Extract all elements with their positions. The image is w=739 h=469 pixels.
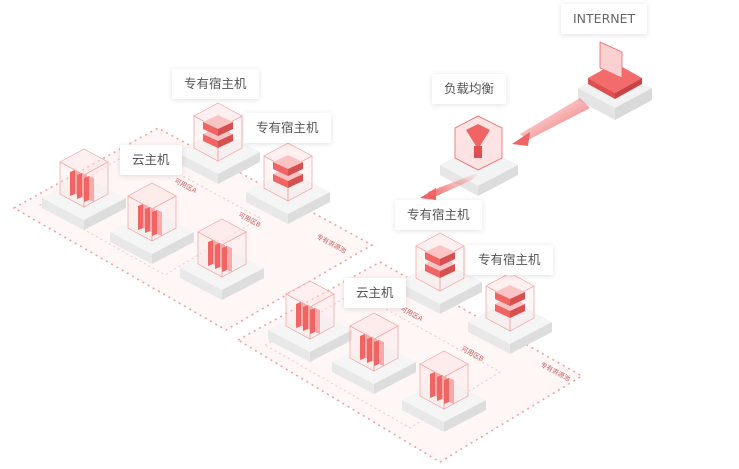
- cloud-host-node: [110, 182, 194, 264]
- internet-label: INTERNET: [561, 4, 648, 34]
- dedicated-host-node: [246, 142, 330, 224]
- zone-outline-right: [264, 291, 501, 429]
- resource-pool-left: [12, 127, 374, 331]
- dedicated-host-node: [398, 232, 482, 314]
- arrow-head-1: [512, 132, 530, 146]
- zone-outline-left: [38, 149, 262, 276]
- load-balancer-node: [440, 115, 518, 196]
- arrow-internet-to-lb: [520, 98, 590, 140]
- cloud-host-label-2: 云主机: [344, 278, 406, 308]
- cloud-host-node: [42, 148, 126, 230]
- dedicated-host-label-2: 专有宿主机: [244, 113, 331, 143]
- cloud-host-node: [402, 350, 486, 432]
- dedicated-host-label-4: 专有宿主机: [466, 245, 553, 275]
- internet-laptop-node: [578, 41, 652, 120]
- cloud-host-label-1: 云主机: [120, 145, 182, 175]
- arrow-head-2: [420, 188, 436, 200]
- arrow-lb-to-cluster: [428, 172, 480, 198]
- cloud-host-node: [268, 280, 352, 362]
- dedicated-host-label-3: 专有宿主机: [395, 200, 482, 230]
- server-nodes: [42, 102, 552, 432]
- cloud-host-node: [332, 312, 416, 394]
- dedicated-host-node: [468, 272, 552, 354]
- dedicated-host-label-1: 专有宿主机: [172, 69, 259, 99]
- dedicated-host-node: [176, 102, 260, 184]
- load-balancer-label: 负载均衡: [432, 74, 507, 104]
- cloud-host-node: [180, 218, 264, 300]
